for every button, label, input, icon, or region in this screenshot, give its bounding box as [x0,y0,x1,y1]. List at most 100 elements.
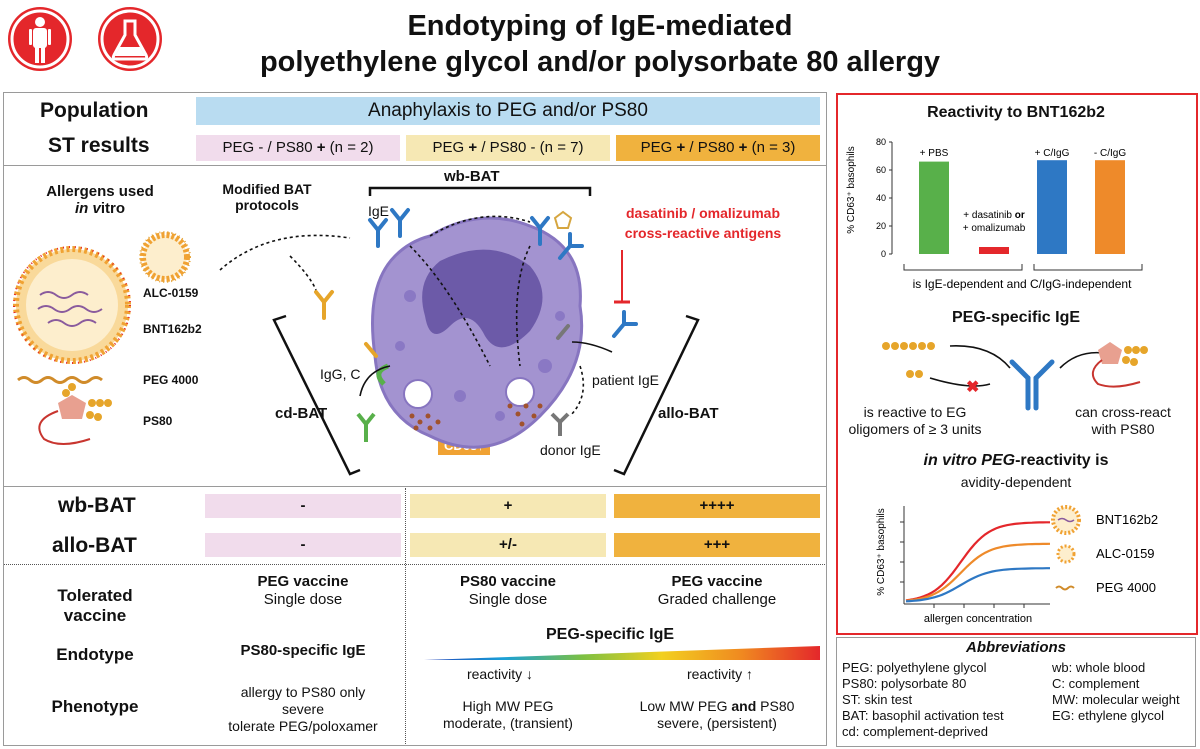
allergens-title: Allergens used in vitro [46,183,154,217]
column-separator [405,488,406,744]
line-series-2 [905,542,1051,602]
col3-tolerated: PEG vaccine Graded challenge [657,573,777,608]
allergen-bnt162b2: BNT162b2 [143,322,202,336]
st-group-1: PEG - / PS80 + (n = 2) [196,135,400,161]
alc-0159-micelle-icon [139,231,191,283]
allo-bat-result-2: +/- [410,533,606,557]
protocols-label: Modified BAT protocols [222,181,312,213]
legend-peg-4000-icon [1055,585,1075,591]
abbreviations-box [836,637,1196,747]
col3-reactivity: reactivity ↑ [686,666,754,682]
peg-ige-diagram: ✖ [882,342,1148,411]
allo-bat-label: allo-BAT [658,405,719,422]
inhibitors-label: dasatinib / omalizumab cross-reactive an… [624,205,782,241]
allergen-illustrations [13,231,191,445]
legend-peg-4000: PEG 4000 [1096,580,1156,595]
flask-icon [98,7,162,71]
allergen-ps80: PS80 [143,414,173,428]
wb-bat-result-1: - [205,494,401,518]
endotype-label: Endotype [56,645,134,664]
outcomes-separator [4,564,825,565]
avidity-line-chart: % CD63⁺ basophils allergen concentration… [876,505,1158,625]
invitro-title: in vitro PEG-reactivity is [923,452,1109,469]
bar-ytick: 20 [876,221,886,231]
ps80-icon [1091,342,1148,388]
person-icon [8,7,72,71]
reactive-eg-text: is reactive to EG oligomers of ≥ 3 units [848,404,982,437]
right-panel [836,93,1198,635]
col2-tolerated: PS80 vaccine Single dose [460,573,556,608]
bar-2 [979,247,1009,254]
divider-top [4,165,826,166]
line-xlabel: allergen concentration [924,613,1032,625]
col2-phenotype: High MW PEG moderate, (transient) [443,698,573,731]
reactivity-bar-chart: % CD63⁺ basophils 0 20 40 60 80 + PBS + dasa… [846,137,1143,291]
wb-bat-row-label: wb-BAT [58,494,136,517]
bar-label-cigg-minus: - C/IgG [1094,148,1126,159]
divider-mid [4,486,826,487]
left-frame [3,92,827,746]
bar-3 [1037,160,1067,254]
bar-label-inhibitor-1: + dasatinib or [963,210,1025,221]
peg-specific-ige-heading: PEG-specific IgE [545,626,675,643]
bar-caption: is IgE-dependent and C/IgG-independent [913,277,1132,291]
ps80-molecule-icon [38,383,112,445]
st-group-2: PEG + / PS80 - (n = 7) [406,135,610,161]
svg-text:✖: ✖ [966,379,979,396]
legend-alc-0159: ALC-0159 [1096,546,1155,561]
tolerated-vaccine-label: Tolerated vaccine [57,586,133,625]
line-series-1 [905,521,1050,602]
abbreviations-right: wb: whole blood C: complement MW: molecu… [1052,660,1180,723]
allo-bat-bracket [613,314,700,476]
basophil-diagram [219,186,700,476]
cd-bat-bracket [272,314,361,476]
bar-4 [1095,160,1125,254]
abbreviations-title: Abbreviations [965,639,1067,656]
cd-bat-label: cd-BAT [275,405,328,422]
line-series-3 [905,567,1050,603]
ige-label: IgE [368,203,390,219]
population-label: Population [40,99,149,122]
avidity-text: avidity-dependent [960,474,1072,490]
col1-tolerated: PEG vaccine Single dose [257,573,349,608]
bar-label-inhibitor-2: + omalizumab [963,223,1026,234]
allergen-peg-4000: PEG 4000 [143,373,199,387]
phenotype-label: Phenotype [51,697,139,716]
wb-bat-result-2: + [410,494,606,518]
bar-ytick: 40 [876,193,886,203]
legend-bnt162b2-icon [1051,505,1081,535]
bnt162b2-particle-icon [13,246,131,364]
basophil-nucleus [422,249,543,348]
bar-label-cigg-plus: + C/IgG [1035,148,1070,159]
bar-ytick: 0 [881,249,886,259]
cross-react-text: can cross-react with PS80 [1075,404,1171,437]
wb-bat-label: wb-BAT [444,168,500,185]
bar-ylabel: % CD63⁺ basophils [846,146,857,234]
bar-ytick: 60 [876,165,886,175]
population-bar: Anaphylaxis to PEG and/or PS80 [196,97,820,125]
col2-reactivity: reactivity ↓ [466,666,534,682]
col1-endotype: PS80-specific IgE [240,642,366,659]
bar-ytick: 80 [876,137,886,147]
col1-phenotype: allergy to PS80 only severe tolerate PEG… [228,684,378,734]
igg-c-label: IgG, C [320,366,361,382]
ige-antibody-icon [1009,359,1055,411]
st-results-label: ST results [48,134,150,157]
donor-ige-label: donor IgE [540,442,601,458]
legend-alc-0159-icon [1056,544,1076,564]
abbreviations-left: PEG: polyethylene glycol PS80: polysorba… [842,660,1004,739]
st-group-3: PEG + / PS80 + (n = 3) [616,135,820,161]
peg-ige-title: PEG-specific IgE [951,309,1081,326]
allo-bat-result-3: +++ [614,533,820,557]
allergen-alc-0159: ALC-0159 [143,286,199,300]
peg-4000-chain-icon [17,376,103,384]
patient-ige-label: patient IgE [592,372,659,388]
line-ylabel: % CD63⁺ basophils [876,508,887,596]
col3-phenotype: Low MW PEG and PS80 severe, (persistent) [639,698,795,731]
legend-bnt162b2: BNT162b2 [1096,512,1158,527]
wb-bat-bracket [368,186,592,196]
allo-bat-row-label: allo-BAT [52,534,137,557]
bar-1 [919,161,949,254]
bar-label-pbs: + PBS [920,148,949,159]
reactivity-title: Reactivity to BNT162b2 [927,104,1105,121]
